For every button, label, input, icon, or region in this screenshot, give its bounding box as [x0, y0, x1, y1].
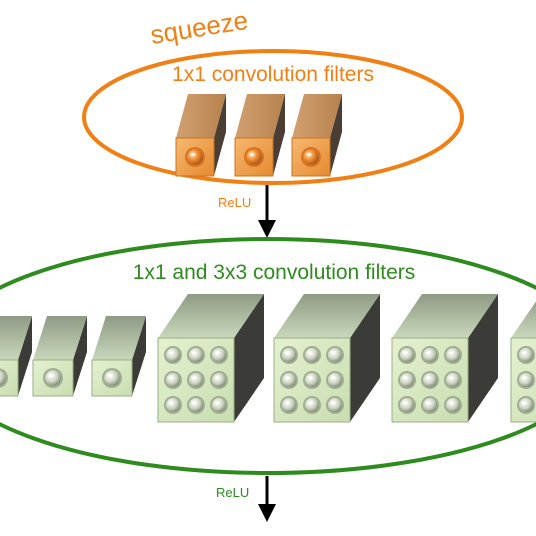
squeeze-label: squeeze	[148, 5, 250, 50]
bump-icon	[280, 346, 298, 364]
filter-cube-icon	[510, 301, 536, 423]
arrow-down-icon	[258, 185, 276, 238]
bump-icon	[187, 346, 205, 364]
bump-icon	[326, 371, 344, 389]
bump-icon	[210, 371, 228, 389]
bump-icon	[187, 396, 205, 414]
bump-icon	[444, 371, 462, 389]
bump-icon	[185, 147, 205, 167]
bump-icon	[244, 147, 264, 167]
bump-icon	[187, 371, 205, 389]
bump-icon	[517, 346, 535, 364]
bump-icon	[43, 368, 63, 388]
bump-icon	[326, 346, 344, 364]
bump-icon	[444, 346, 462, 364]
squeeze-ellipse	[82, 49, 464, 185]
filter-cube-icon	[157, 294, 264, 423]
bump-icon	[164, 396, 182, 414]
expand-filters	[0, 294, 536, 423]
bump-icon	[280, 396, 298, 414]
bump-icon	[102, 368, 122, 388]
bump-icon	[421, 371, 439, 389]
bump-icon	[0, 368, 8, 388]
bump-icon	[398, 346, 416, 364]
bump-icon	[398, 371, 416, 389]
bump-icon	[303, 346, 321, 364]
expand-ellipse	[0, 237, 536, 475]
filter-cube-icon	[0, 316, 32, 397]
squeeze-relu-label: ReLU	[218, 195, 251, 210]
bump-icon	[303, 371, 321, 389]
bump-icon	[210, 346, 228, 364]
bump-icon	[421, 346, 439, 364]
bump-icon	[517, 396, 535, 414]
expand-relu-label: ReLU	[216, 485, 249, 500]
filter-cube-icon	[291, 94, 342, 177]
bump-icon	[421, 396, 439, 414]
filter-cube-icon	[32, 316, 87, 397]
filter-cube-icon	[234, 94, 285, 177]
bump-icon	[301, 147, 321, 167]
filter-cube-icon	[91, 316, 146, 397]
bump-icon	[280, 371, 298, 389]
squeeze-caption: 1x1 convolution filters	[172, 63, 374, 86]
arrow-down-icon	[258, 476, 276, 522]
bump-icon	[210, 396, 228, 414]
bump-icon	[326, 396, 344, 414]
bump-icon	[164, 371, 182, 389]
filter-cube-icon	[391, 294, 498, 423]
bump-icon	[517, 371, 535, 389]
bump-icon	[303, 396, 321, 414]
bump-icon	[398, 396, 416, 414]
expand-caption: 1x1 and 3x3 convolution filters	[133, 261, 416, 284]
filter-cube-icon	[273, 294, 380, 423]
filter-cube-icon	[175, 94, 226, 177]
bump-icon	[164, 346, 182, 364]
bump-icon	[444, 396, 462, 414]
squeeze-filters	[175, 94, 342, 177]
